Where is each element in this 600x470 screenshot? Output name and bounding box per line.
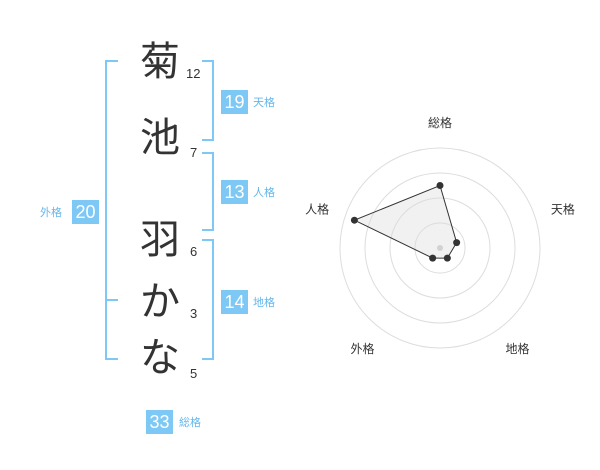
radar-point-3 — [443, 254, 451, 262]
radar-ring-3 — [364, 172, 516, 324]
jinkaku-bracket — [202, 152, 214, 231]
stroke-count-2: 7 — [190, 145, 198, 160]
name-char-2: 池 — [140, 115, 180, 161]
name-char-4: か — [140, 279, 180, 325]
chikaku-value-box: 14 — [221, 290, 248, 314]
stroke-count-1: 12 — [186, 66, 201, 81]
jinkaku-label: 人格 — [253, 186, 275, 199]
stroke-count-4: 3 — [190, 306, 198, 321]
radar-ring-4 — [339, 147, 541, 349]
radar-point-1 — [436, 182, 444, 189]
soukaku-label: 総格 — [179, 416, 201, 429]
radar-ring-2 — [389, 197, 491, 299]
name-char-1: 菊 — [140, 39, 180, 85]
name-char-3: 羽 — [140, 217, 180, 263]
chikaku-bracket — [202, 239, 214, 360]
radar-axis-label-4: 外格 — [351, 341, 375, 356]
gaikaku-label: 外格 — [40, 206, 62, 219]
tenkaku-value-box: 19 — [221, 90, 248, 114]
radar-point-5 — [350, 216, 358, 224]
name-char-5: な — [140, 335, 180, 381]
stroke-count-3: 6 — [190, 244, 198, 259]
gaikaku-bracket — [105, 60, 118, 360]
radar-axis-label-1: 総格 — [428, 115, 452, 130]
soukaku-value-box: 33 — [146, 410, 173, 434]
radar-center — [437, 245, 443, 251]
chikaku-label: 地格 — [253, 296, 275, 309]
radar-area — [353, 184, 458, 259]
gaikaku-value-box: 20 — [72, 200, 99, 224]
radar-axis-label-3: 地格 — [505, 341, 529, 356]
radar-axis-label-2: 天格 — [551, 201, 575, 216]
radar-axis-label-5: 人格 — [305, 201, 329, 216]
jinkaku-value-box: 13 — [221, 180, 248, 204]
radar-point-2 — [453, 239, 461, 247]
radar-point-4 — [429, 254, 437, 262]
radar-ring-1 — [414, 222, 466, 274]
tenkaku-label: 天格 — [253, 96, 275, 109]
stroke-count-5: 5 — [190, 366, 198, 381]
tenkaku-bracket — [202, 60, 214, 141]
